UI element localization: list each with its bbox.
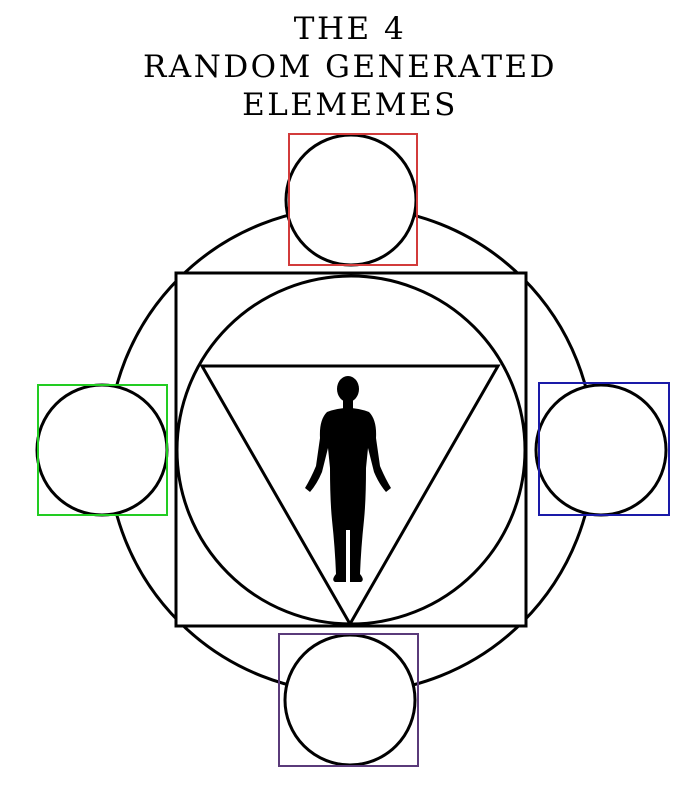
top-element-circle bbox=[284, 133, 418, 267]
right-element-circle bbox=[534, 383, 668, 517]
title-line-1: THE 4 bbox=[293, 11, 407, 47]
left-element-circle bbox=[35, 383, 169, 517]
diagram-title: THE 4 RANDOM GENERATED ELEMEMES bbox=[0, 10, 700, 124]
bottom-element-frame bbox=[278, 633, 419, 767]
title-line-3: ELEMEMES bbox=[242, 87, 458, 123]
human-figure-icon bbox=[305, 376, 391, 582]
left-element-frame bbox=[37, 384, 168, 516]
right-element-frame bbox=[538, 382, 670, 516]
bottom-element-circle bbox=[283, 633, 417, 767]
inverted-triangle bbox=[199, 364, 501, 628]
top-element-frame bbox=[288, 133, 418, 266]
title-line-2: RANDOM GENERATED bbox=[142, 49, 558, 85]
